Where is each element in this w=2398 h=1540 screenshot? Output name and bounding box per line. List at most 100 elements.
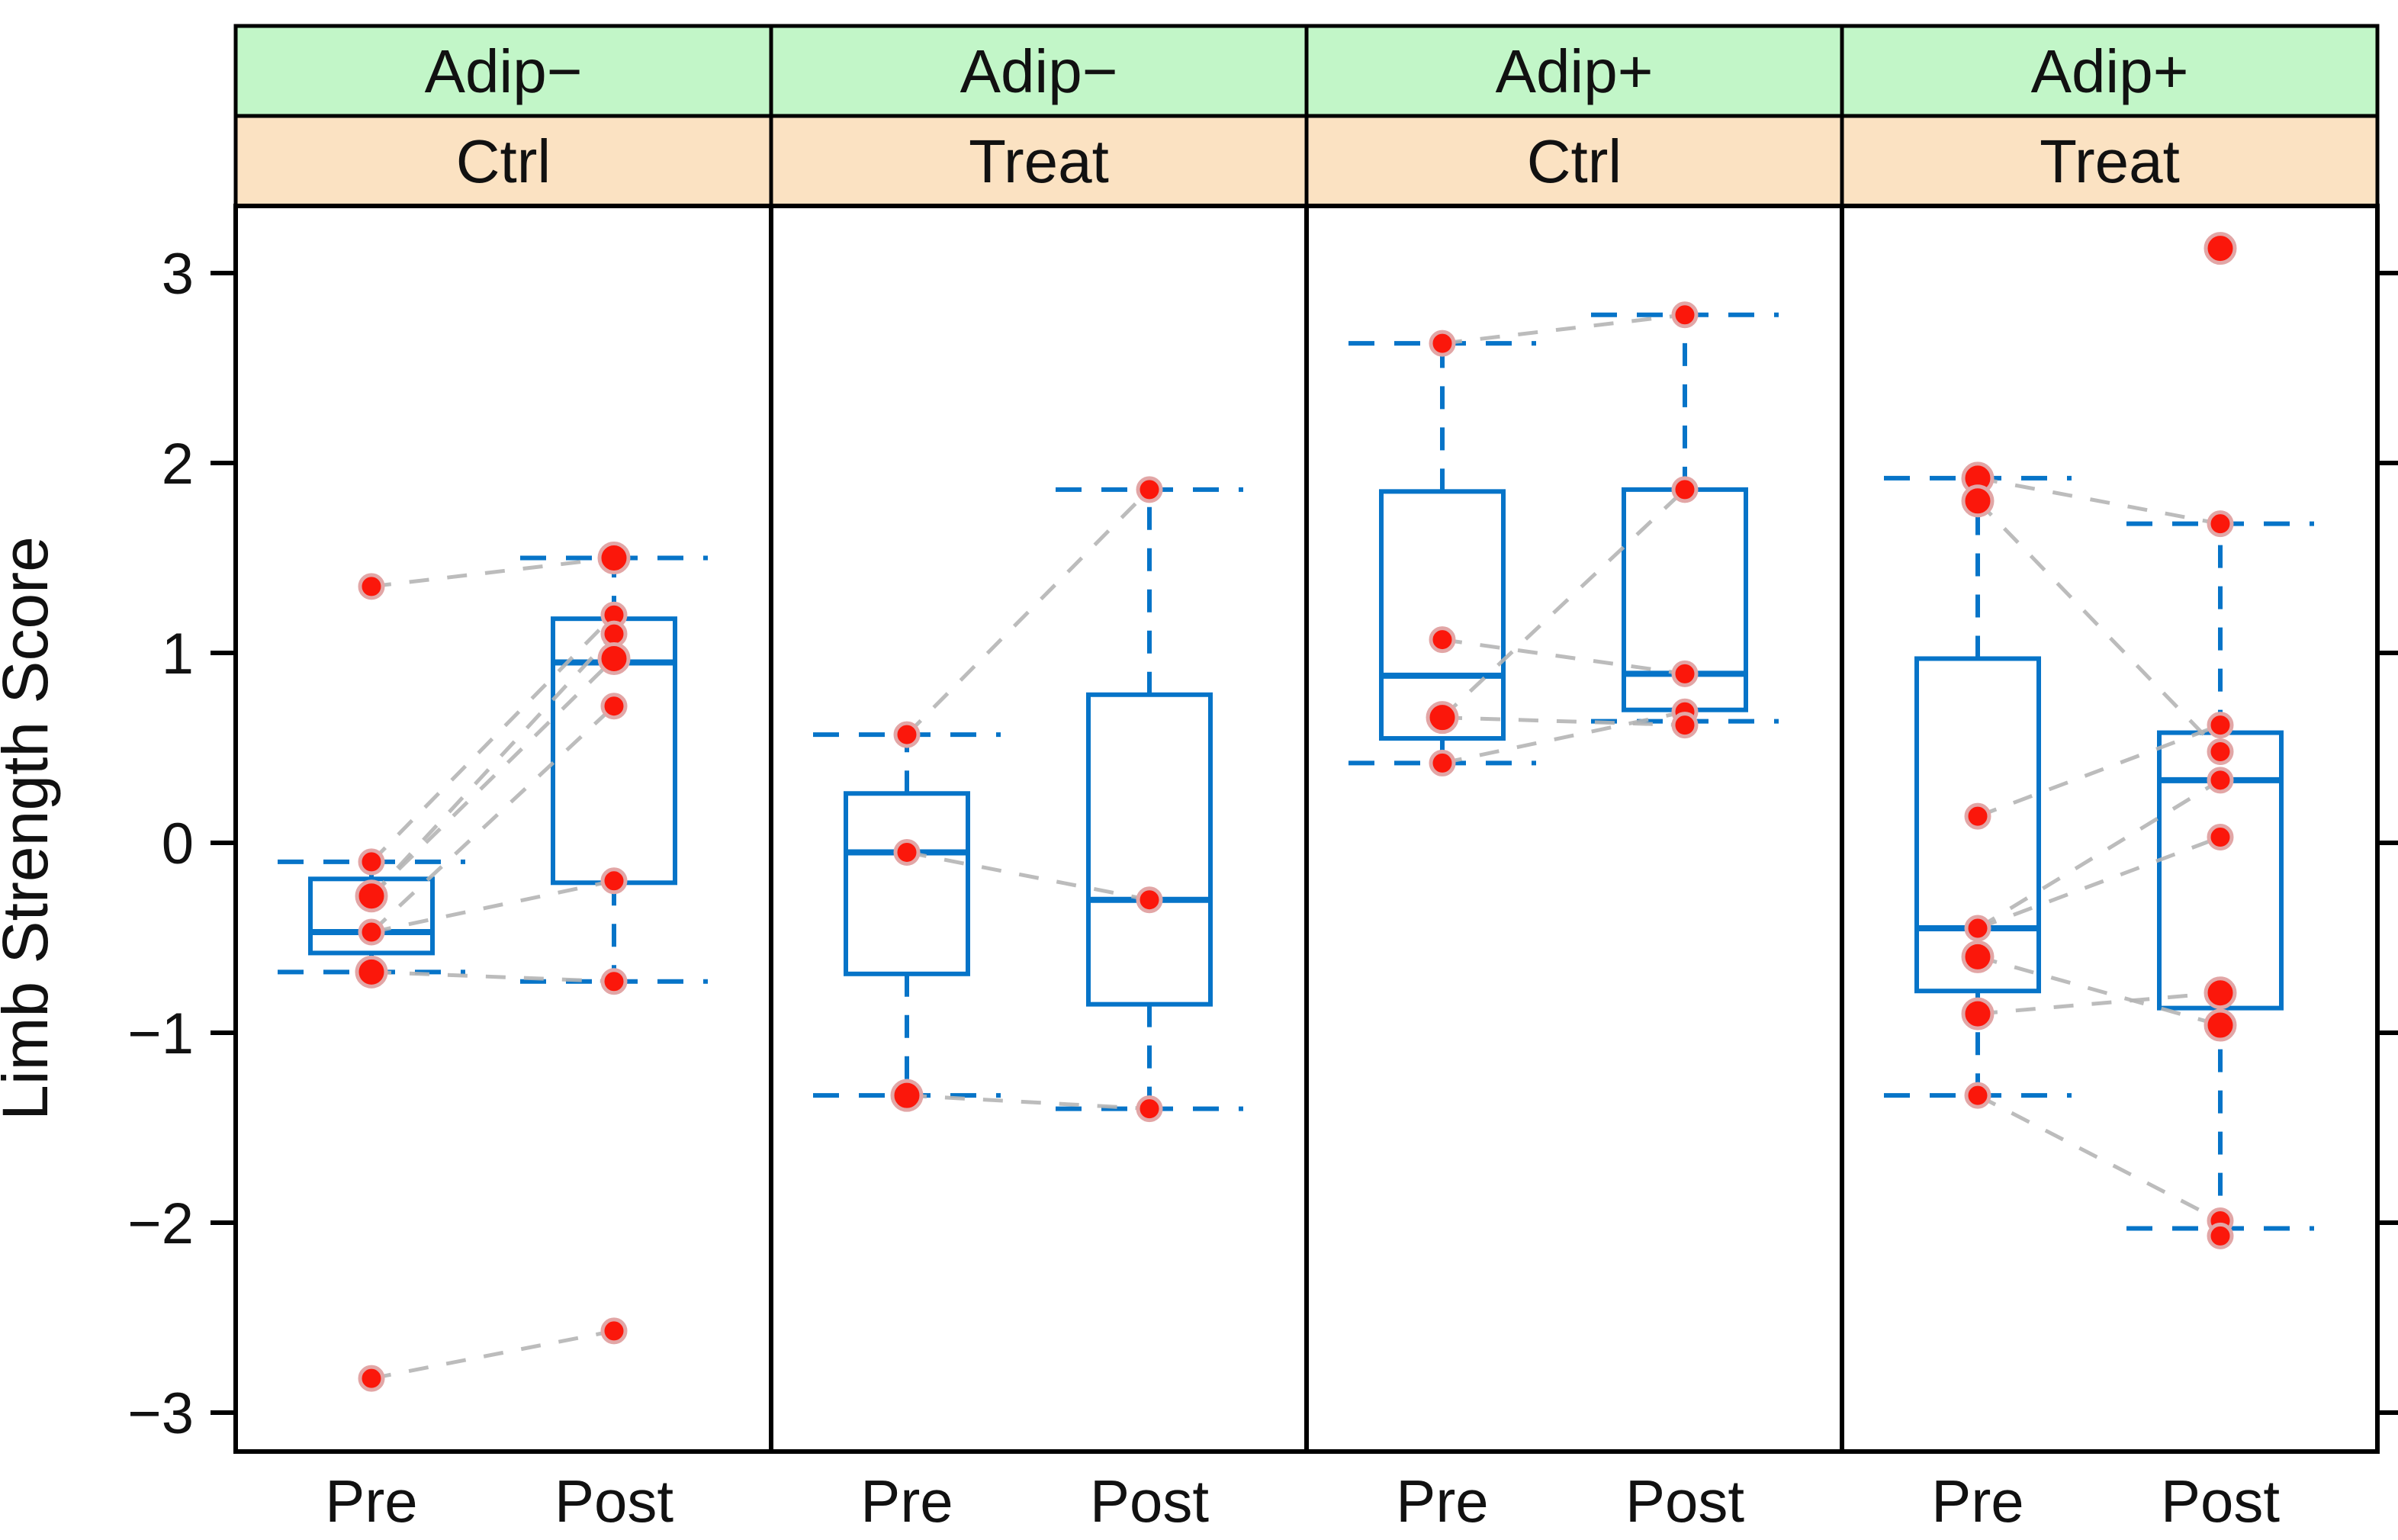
data-point bbox=[893, 721, 921, 748]
x-category-label: Pre bbox=[1931, 1468, 2024, 1535]
box bbox=[1086, 692, 1213, 1007]
data-point bbox=[1136, 886, 1163, 914]
data-point bbox=[600, 620, 628, 648]
data-point bbox=[1964, 802, 1991, 830]
pair-line bbox=[370, 632, 616, 898]
pair-line bbox=[371, 879, 615, 934]
data-point bbox=[358, 573, 385, 600]
pair-line bbox=[906, 850, 1150, 902]
boxplot-post bbox=[1591, 312, 1779, 724]
x-category-label: Post bbox=[1090, 1468, 1209, 1535]
data-point bbox=[1964, 1082, 1991, 1109]
panel bbox=[1348, 301, 1779, 776]
data-point bbox=[1671, 476, 1699, 503]
panel bbox=[278, 542, 708, 1392]
pair-line bbox=[905, 488, 1151, 736]
boxplot-post bbox=[1056, 487, 1243, 1111]
pair-line bbox=[1442, 313, 1686, 346]
strip-adip-label: Adip+ bbox=[1496, 37, 1654, 105]
data-point bbox=[2204, 1008, 2237, 1042]
data-point bbox=[1136, 476, 1163, 503]
boxplot-pre bbox=[278, 859, 465, 975]
data-point bbox=[2207, 824, 2234, 851]
boxplot-post bbox=[2126, 521, 2314, 1231]
data-point bbox=[2207, 712, 2234, 739]
pair-line bbox=[370, 613, 616, 863]
strip-group-label: Treat bbox=[2040, 127, 2180, 195]
data-point bbox=[1961, 997, 1995, 1030]
pair-line bbox=[371, 969, 615, 984]
x-category-label: Pre bbox=[860, 1468, 953, 1535]
pair-line bbox=[371, 556, 615, 589]
pair-line bbox=[370, 704, 616, 934]
strip-adip-label: Adip− bbox=[960, 37, 1118, 105]
panel bbox=[813, 476, 1243, 1123]
box bbox=[844, 791, 970, 976]
pair-line bbox=[1976, 1093, 2222, 1223]
data-point bbox=[597, 641, 631, 675]
pair-line bbox=[1977, 835, 2221, 931]
boxplot-pre bbox=[813, 732, 1001, 1098]
y-tick-label: 1 bbox=[162, 622, 194, 686]
data-point bbox=[2207, 767, 2234, 794]
panel-area bbox=[278, 232, 2314, 1392]
pair-line bbox=[1977, 991, 2221, 1016]
data-point bbox=[1961, 940, 1995, 973]
strip-group-label: Treat bbox=[969, 127, 1109, 195]
strip-group-label: Ctrl bbox=[456, 127, 551, 195]
pair-line bbox=[1977, 723, 2221, 818]
y-tick-label: −1 bbox=[127, 1001, 194, 1066]
y-tick-label: −3 bbox=[127, 1381, 194, 1446]
y-tick-label: 0 bbox=[162, 812, 194, 876]
data-point bbox=[890, 1079, 924, 1112]
data-point bbox=[2207, 738, 2234, 765]
data-point bbox=[600, 1317, 628, 1345]
pair-line bbox=[1976, 778, 2222, 931]
x-category-label: Post bbox=[1625, 1468, 1744, 1535]
data-point bbox=[597, 542, 631, 574]
pair-line bbox=[370, 657, 616, 898]
strip-group-label: Ctrl bbox=[1527, 127, 1622, 195]
data-point bbox=[1961, 484, 1995, 518]
data-point bbox=[2204, 232, 2237, 265]
boxplot-pre bbox=[1348, 341, 1536, 766]
strip-headers: Adip− Adip− Adip+ Adip+ Ctrl Treat Ctrl Treat bbox=[233, 24, 2380, 208]
pair-line bbox=[1976, 500, 2222, 754]
data-point bbox=[1671, 712, 1699, 739]
data-point bbox=[1429, 626, 1456, 654]
data-point bbox=[1671, 301, 1699, 329]
data-point bbox=[1671, 660, 1699, 687]
x-category-label: Pre bbox=[1396, 1468, 1488, 1535]
data-point bbox=[355, 955, 388, 989]
data-point bbox=[355, 879, 388, 913]
data-point bbox=[358, 848, 385, 876]
data-point bbox=[1426, 701, 1459, 735]
x-category-label: Post bbox=[554, 1468, 673, 1535]
data-point bbox=[358, 918, 385, 946]
y-tick-label: 2 bbox=[162, 432, 194, 497]
y-tick-label: −2 bbox=[127, 1191, 194, 1256]
data-point bbox=[1136, 1095, 1163, 1123]
x-category-label: Pre bbox=[325, 1468, 417, 1535]
strip-adip-label: Adip+ bbox=[2031, 37, 2189, 105]
pair-line bbox=[906, 1093, 1150, 1111]
pair-line bbox=[371, 1329, 615, 1381]
data-point bbox=[600, 867, 628, 895]
data-point bbox=[600, 693, 628, 720]
data-point bbox=[893, 838, 921, 866]
data-point bbox=[2207, 510, 2234, 538]
data-point bbox=[1964, 915, 1991, 942]
data-point bbox=[358, 1365, 385, 1392]
strip-adip-label: Adip− bbox=[425, 37, 583, 105]
pair-line bbox=[1442, 715, 1686, 728]
pair-line bbox=[1977, 476, 2221, 526]
y-axis-title: Limb Strength Score bbox=[0, 536, 61, 1120]
data-point bbox=[1429, 749, 1456, 776]
y-tick-label: 3 bbox=[162, 242, 194, 307]
data-point bbox=[1429, 330, 1456, 357]
pair-line bbox=[1441, 488, 1686, 719]
pair-line bbox=[1442, 709, 1686, 765]
panel bbox=[1884, 232, 2314, 1249]
